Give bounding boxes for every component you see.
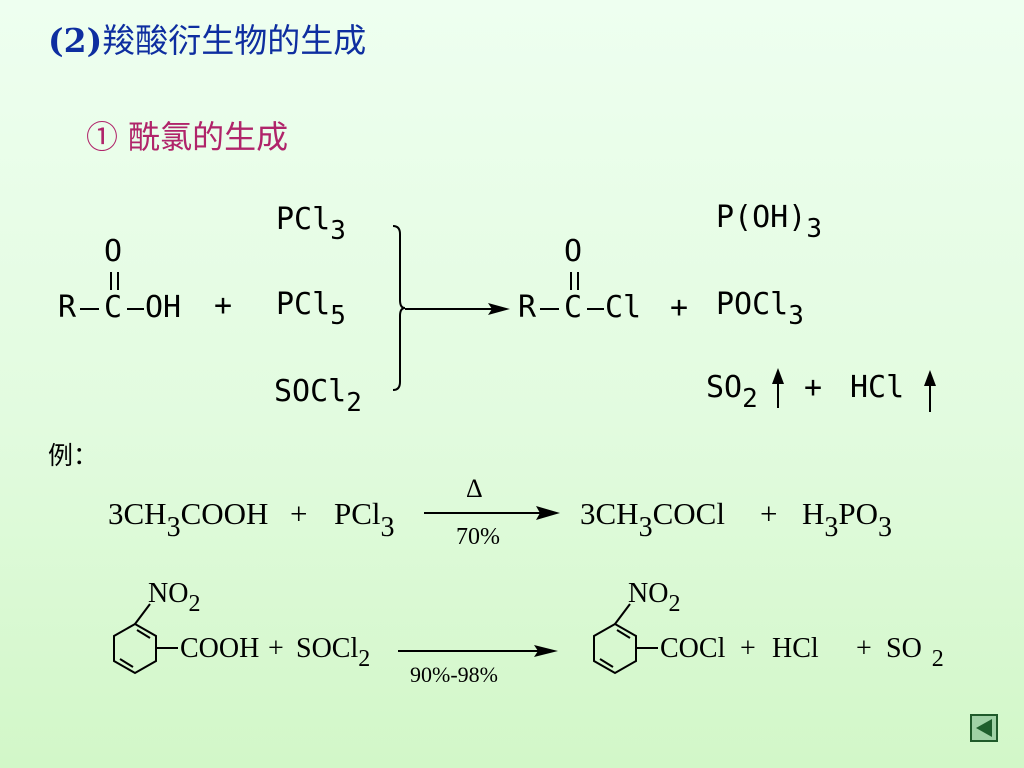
plus-sign-3: + — [804, 370, 823, 405]
byproduct-poh3: P(OH)3 — [716, 200, 822, 244]
ex2-cooh: COOH — [180, 633, 260, 664]
reagent-socl2: SOCl2 — [274, 374, 362, 418]
back-arrow-shape — [976, 719, 992, 737]
product-cl: Cl — [605, 290, 642, 325]
byproduct-hcl: HCl — [850, 370, 905, 405]
reagent-pcl3: PCl3 — [276, 202, 346, 246]
product-r: R — [518, 290, 537, 325]
ex2-nitro-1: NO2 — [148, 578, 201, 617]
ex1-reagent: PCl3 — [334, 496, 395, 543]
ex2-plus: + — [268, 633, 284, 664]
title-number: (2) — [48, 21, 103, 60]
product-c: C — [564, 290, 583, 325]
reagent-pcl5: PCl5 — [276, 287, 346, 331]
byproduct-pocl3: POCl3 — [716, 287, 804, 331]
ex2-cocl: COCl — [660, 633, 726, 664]
back-arrow-icon[interactable] — [970, 714, 998, 742]
ex1-byproduct: H3PO3 — [802, 496, 893, 543]
ex2-yield: 90%-98% — [410, 662, 498, 687]
benzene-ring-1 — [113, 622, 157, 675]
example-label: 例： — [48, 441, 99, 470]
ex2-plus-3: + — [856, 633, 872, 664]
benzene-ring-2 — [593, 622, 637, 675]
ex2-hcl: HCl — [772, 633, 819, 664]
ex2-nitro-2: NO2 — [628, 578, 681, 617]
plus-sign-2: + — [670, 290, 689, 325]
ex1-heat-symbol: Δ — [466, 474, 483, 503]
plus-sign-1: + — [214, 288, 233, 323]
ex1-yield: 70% — [456, 524, 500, 550]
slide-title: (2)羧酸衍生物的生成 — [48, 14, 366, 62]
ex1-plus: + — [290, 496, 308, 531]
ex2-socl2: SOCl2 — [296, 633, 371, 672]
slide-subtitle: ① 酰氯的生成 — [86, 118, 289, 156]
acid-c: C — [104, 290, 123, 325]
ex1-reactant: 3CH3COOH — [108, 496, 269, 543]
product-carbonyl-o: O — [564, 234, 583, 269]
ex1-product: 3CH3COCl — [580, 496, 725, 543]
acid-carbonyl-o: O — [104, 234, 123, 269]
ex1-plus-2: + — [760, 496, 778, 531]
ex2-plus-2: + — [740, 633, 756, 664]
acid-oh: OH — [145, 290, 182, 325]
byproduct-so2: SO2 — [706, 370, 758, 414]
title-text: 羧酸衍生物的生成 — [102, 21, 367, 60]
acid-r: R — [58, 290, 77, 325]
